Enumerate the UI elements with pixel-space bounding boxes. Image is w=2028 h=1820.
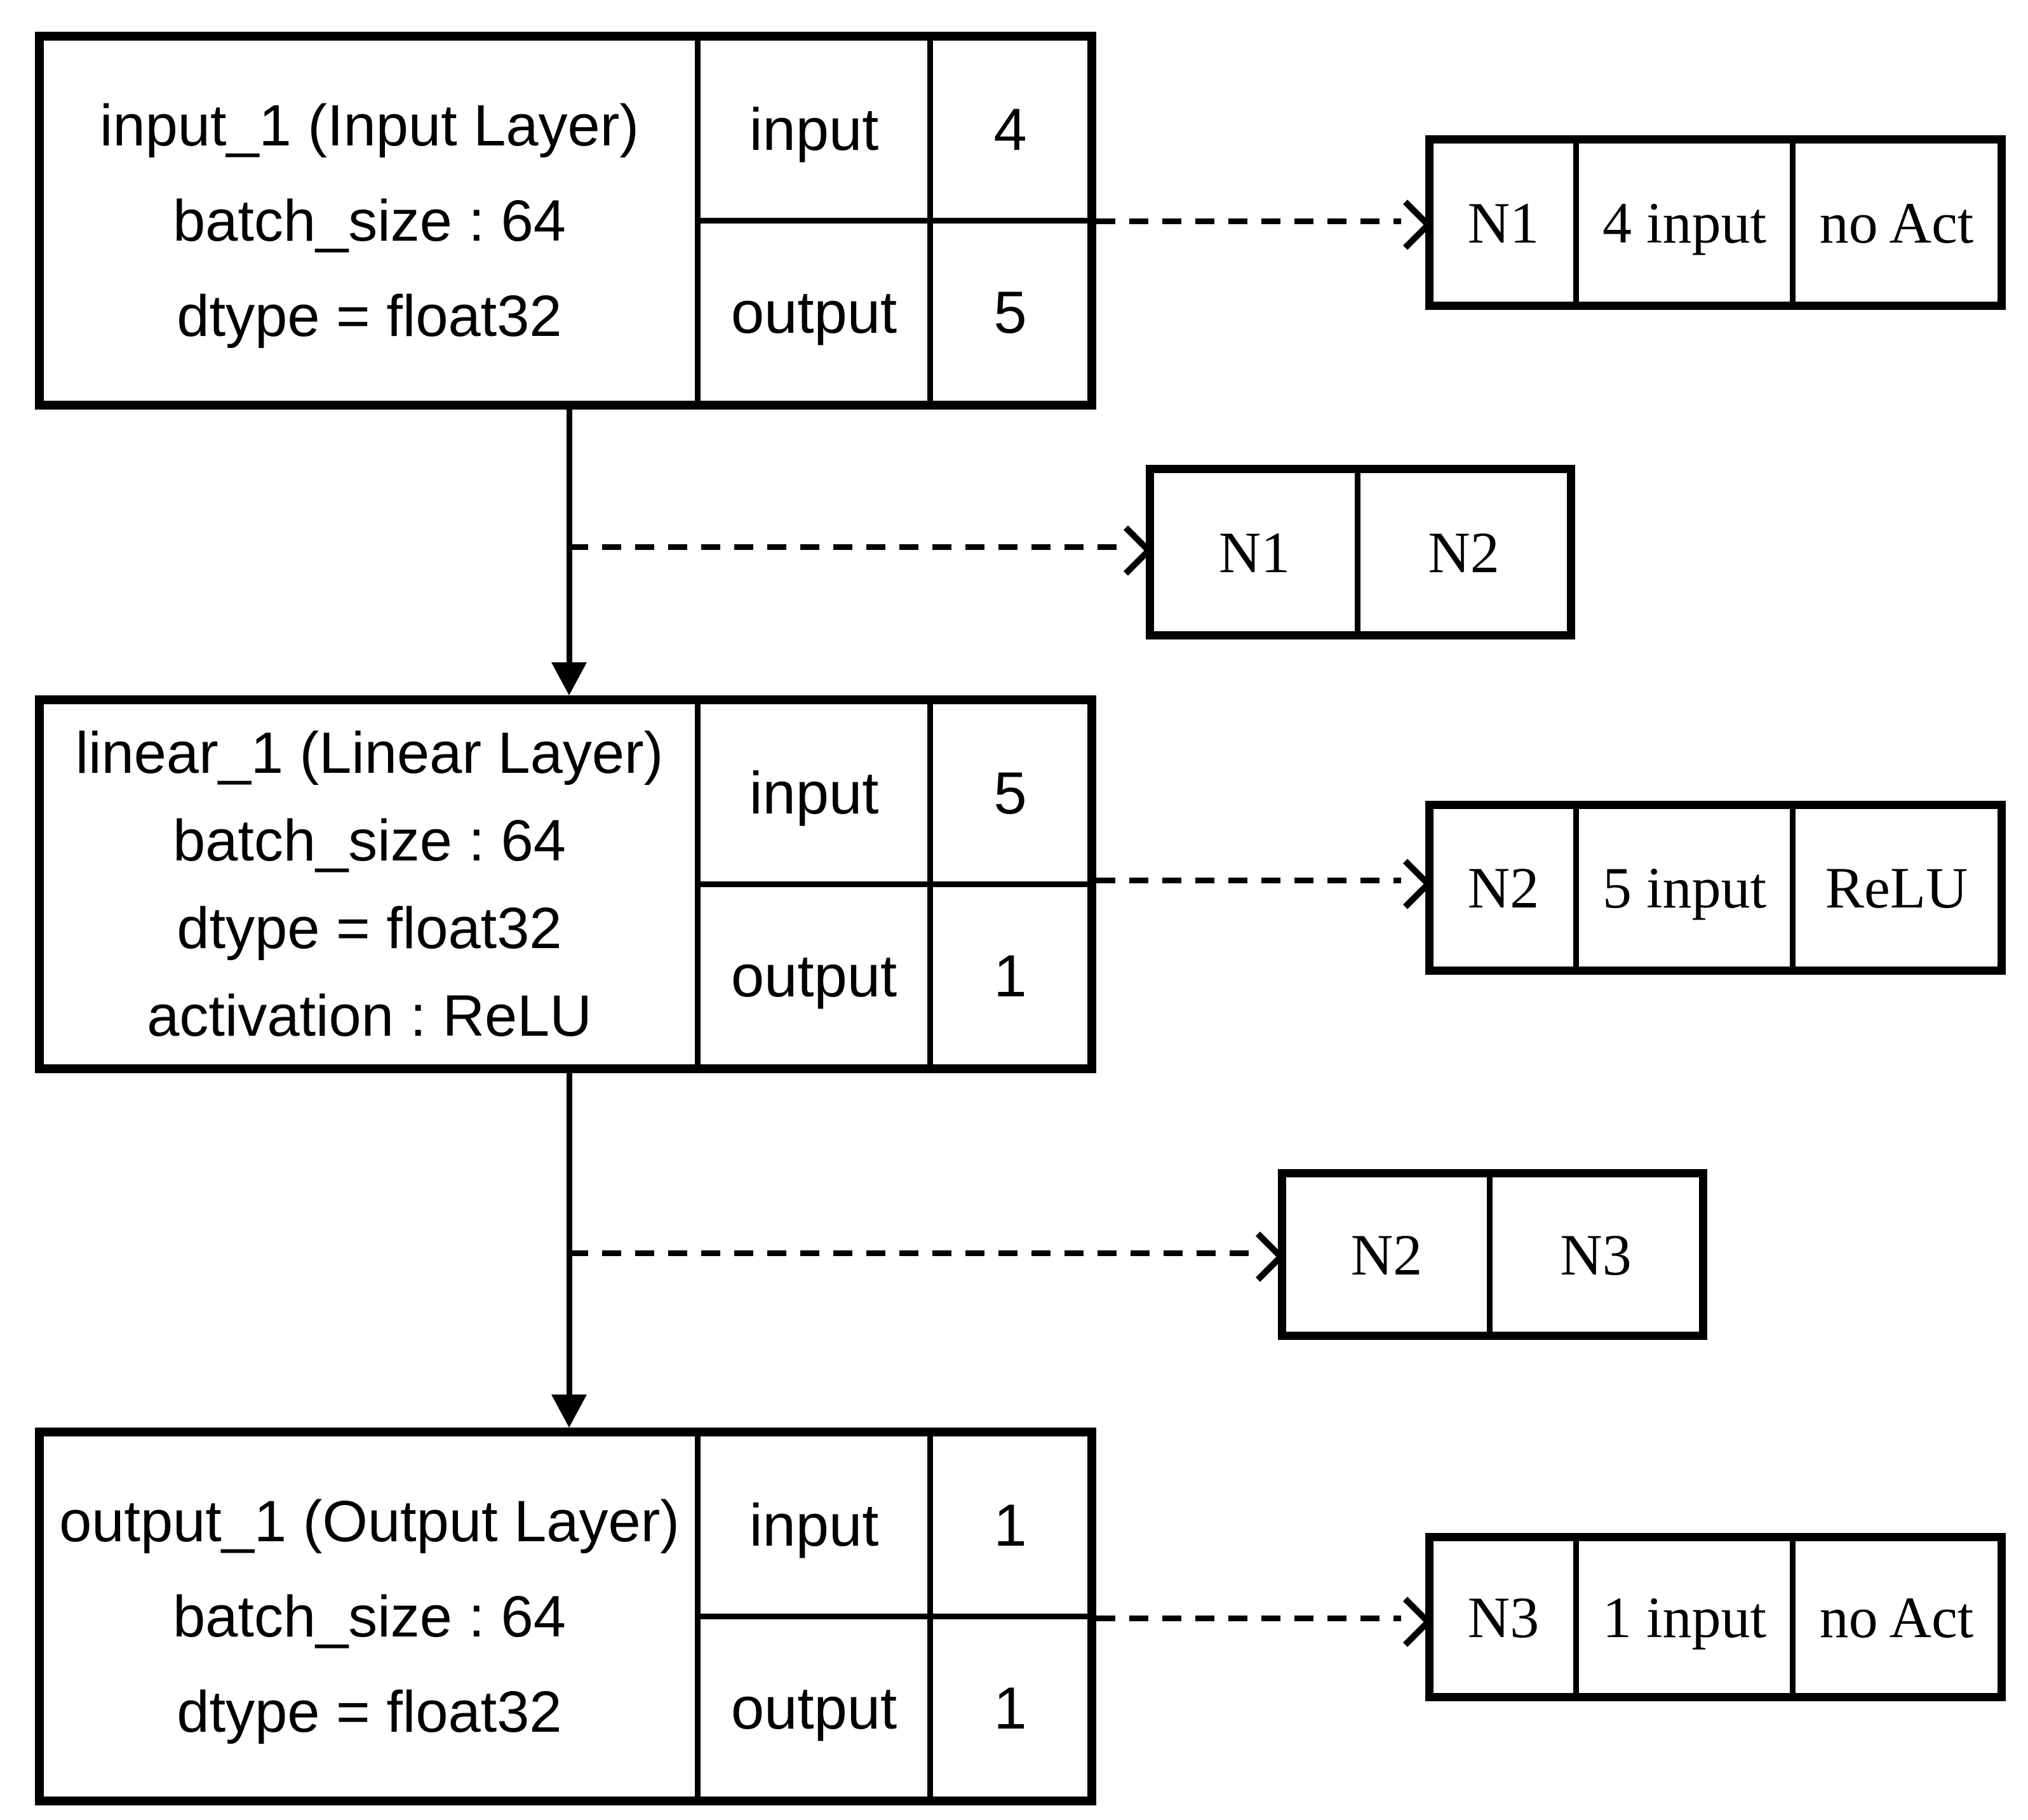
node-cell: N2 — [1286, 1177, 1493, 1332]
layer-title: linear_1 (Linear Layer) — [75, 720, 664, 786]
io-label-cell: output — [701, 224, 933, 401]
node-table-n2-n3: N2 N3 — [1278, 1169, 1707, 1340]
node-cell: ReLU — [1825, 855, 1968, 920]
layer-title: output_1 (Output Layer) — [59, 1489, 680, 1554]
io-value-cell: 4 — [993, 95, 1027, 163]
io-label-cell: output — [701, 1619, 933, 1797]
node-table-n2: N2 5 input ReLU — [1425, 801, 2006, 975]
node-cell: 4 input — [1579, 144, 1796, 302]
node-cell: N3 — [1434, 1541, 1579, 1693]
node-table-n3: N3 1 input no Act — [1425, 1533, 2006, 1701]
arrow-down-icon — [551, 1395, 587, 1428]
layer-block-input-1: input_1 (Input Layer) batch_size : 64 dt… — [35, 32, 1096, 410]
layer-info: linear_1 (Linear Layer) batch_size : 64 … — [44, 704, 701, 1064]
flow-arrow-line — [567, 1073, 572, 1397]
io-label-cell: input — [701, 1436, 933, 1614]
io-table: input 1 output 1 — [701, 1436, 1087, 1797]
arrow-down-icon — [551, 662, 587, 695]
layer-block-linear-1: linear_1 (Linear Layer) batch_size : 64 … — [35, 695, 1096, 1073]
dashed-arrow-line — [569, 544, 1122, 550]
dashed-arrow-line — [1096, 1616, 1401, 1621]
io-table: input 5 output 1 — [701, 704, 1087, 1064]
layer-property: dtype = float32 — [177, 895, 562, 961]
io-value-cell: 1 — [993, 942, 1027, 1009]
node-table-n1-n2: N1 N2 — [1146, 465, 1575, 639]
dashed-arrow-line — [1096, 218, 1401, 224]
layer-property: dtype = float32 — [177, 283, 562, 349]
layer-block-output-1: output_1 (Output Layer) batch_size : 64 … — [35, 1428, 1096, 1805]
io-value-cell: 1 — [993, 1674, 1027, 1741]
layer-property: activation : ReLU — [147, 983, 592, 1048]
layer-info: input_1 (Input Layer) batch_size : 64 dt… — [44, 41, 701, 401]
io-row-input: input 1 — [701, 1436, 1087, 1619]
io-row-input: input 4 — [701, 41, 1087, 224]
node-cell: 5 input — [1579, 809, 1796, 967]
io-value-cell: 1 — [993, 1491, 1027, 1558]
layer-property: dtype = float32 — [177, 1679, 562, 1744]
io-row-output: output 5 — [701, 224, 1087, 401]
io-label-cell: input — [701, 41, 933, 218]
layer-info: output_1 (Output Layer) batch_size : 64 … — [44, 1436, 701, 1797]
node-table-n1: N1 4 input no Act — [1425, 135, 2006, 310]
io-label-cell: input — [701, 704, 933, 881]
layer-property: batch_size : 64 — [173, 1584, 566, 1649]
dashed-arrow-line — [1096, 878, 1401, 883]
layer-title: input_1 (Input Layer) — [100, 93, 639, 158]
flow-arrow-line — [567, 410, 572, 667]
node-cell: no Act — [1819, 190, 1974, 255]
io-label-cell: output — [701, 887, 933, 1064]
layer-property: batch_size : 64 — [173, 188, 566, 253]
node-cell: no Act — [1819, 1584, 1974, 1650]
node-cell: 1 input — [1579, 1541, 1796, 1693]
io-row-input: input 5 — [701, 704, 1087, 887]
node-cell: N1 — [1434, 144, 1579, 302]
node-cell: N2 — [1434, 809, 1579, 967]
node-cell: N1 — [1154, 473, 1360, 631]
node-cell: N3 — [1560, 1222, 1632, 1287]
node-cell: N2 — [1428, 519, 1500, 585]
layer-property: batch_size : 64 — [173, 808, 566, 873]
dashed-arrow-line — [569, 1250, 1254, 1256]
io-value-cell: 5 — [993, 278, 1027, 345]
io-row-output: output 1 — [701, 1619, 1087, 1797]
io-table: input 4 output 5 — [701, 41, 1087, 401]
io-value-cell: 5 — [993, 759, 1027, 826]
io-row-output: output 1 — [701, 887, 1087, 1064]
